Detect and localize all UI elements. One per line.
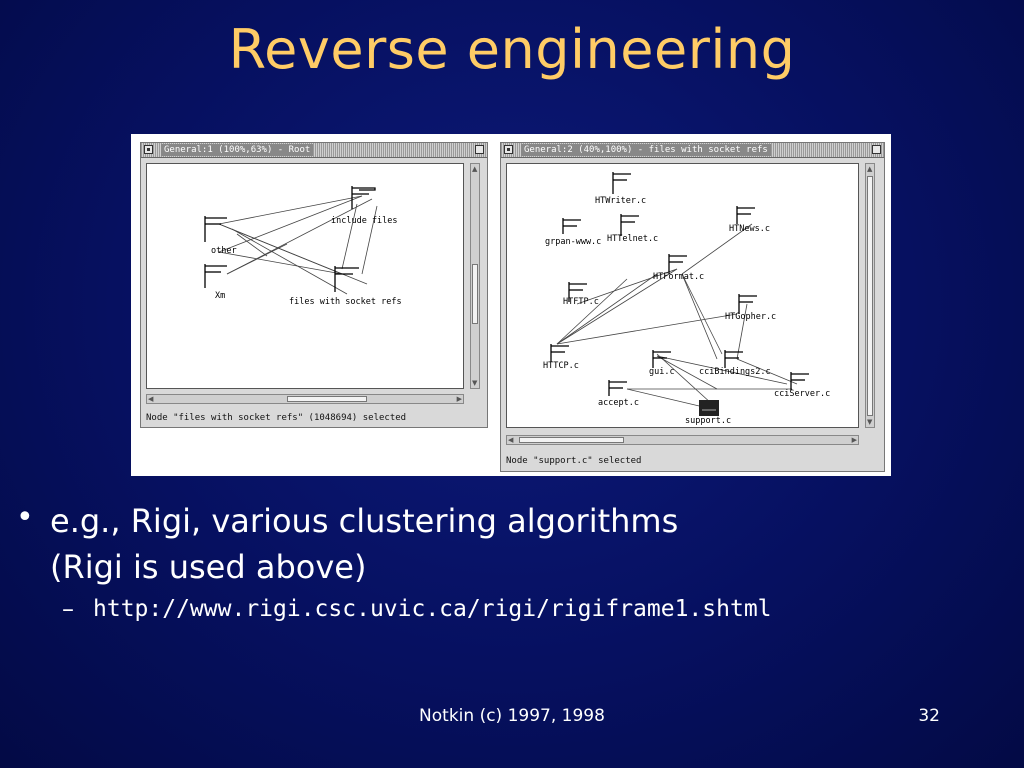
bullet-text-line1: e.g., Rigi, various clustering algorithm… xyxy=(50,502,679,540)
node-htnews[interactable]: HTNews.c xyxy=(729,224,770,234)
window-titlebar[interactable]: General:1 (100%,63%) - Root xyxy=(141,143,487,158)
node-htftp[interactable]: HTFTP.c xyxy=(563,297,599,307)
node-support[interactable]: support.c xyxy=(685,416,732,426)
node-other[interactable]: other xyxy=(211,246,237,256)
scroll-thumb[interactable] xyxy=(867,176,873,416)
window-menu-icon[interactable] xyxy=(504,145,513,154)
bullet-text-line2: (Rigi is used above) xyxy=(50,548,367,586)
scroll-left-icon[interactable]: ◀ xyxy=(508,436,514,444)
graph-canvas[interactable]: HTWriter.c grpan-www.c HTTelnet.c HTNews… xyxy=(506,163,859,428)
scroll-thumb[interactable] xyxy=(519,437,624,443)
graph-canvas[interactable]: include files other Xm files with socket… xyxy=(146,163,464,389)
rigi-window-root: General:1 (100%,63%) - Root xyxy=(140,142,488,428)
node-ccibindings2[interactable]: cciBindings2.c xyxy=(699,367,771,377)
node-httelnet[interactable]: HTTelnet.c xyxy=(607,234,659,244)
graph-edges xyxy=(550,172,809,416)
rigi-url-link[interactable]: http://www.rigi.csc.uvic.ca/rigi/rigifra… xyxy=(93,596,772,622)
scroll-thumb[interactable] xyxy=(472,264,478,324)
scroll-thumb[interactable] xyxy=(287,396,367,402)
window-menu-icon[interactable] xyxy=(144,145,153,154)
scroll-down-icon[interactable]: ▼ xyxy=(867,418,873,426)
sub-bullet-dash: – xyxy=(62,595,74,623)
window-title: General:2 (40%,100%) - files with socket… xyxy=(521,144,771,156)
node-gui[interactable]: gui.c xyxy=(649,367,675,377)
node-htformat[interactable]: HTFormat.c xyxy=(653,272,705,282)
horizontal-scrollbar[interactable]: ◀ ▶ xyxy=(506,435,859,445)
node-httcp[interactable]: HTTCP.c xyxy=(543,361,579,371)
status-bar: Node "files with socket refs" (1048694) … xyxy=(146,413,407,423)
scroll-up-icon[interactable]: ▲ xyxy=(472,165,478,173)
graph-edges xyxy=(204,186,378,295)
scroll-left-icon[interactable]: ◀ xyxy=(148,395,154,403)
node-xm[interactable]: Xm xyxy=(215,291,226,301)
slide-title: Reverse engineering xyxy=(228,18,796,81)
scroll-right-icon[interactable]: ▶ xyxy=(456,395,462,403)
node-files-with-socket-refs[interactable]: files with socket refs xyxy=(289,297,402,307)
horizontal-scrollbar[interactable]: ◀ ▶ xyxy=(146,394,464,404)
scroll-right-icon[interactable]: ▶ xyxy=(851,436,857,444)
node-cciserver[interactable]: cciServer.c xyxy=(774,389,831,399)
window-titlebar[interactable]: General:2 (40%,100%) - files with socket… xyxy=(501,143,884,158)
vertical-scrollbar[interactable]: ▲ ▼ xyxy=(470,163,480,389)
node-grpan-www[interactable]: grpan-www.c xyxy=(545,237,602,247)
scroll-down-icon[interactable]: ▼ xyxy=(472,379,478,387)
node-htwriter[interactable]: HTWriter.c xyxy=(595,196,647,206)
node-accept[interactable]: accept.c xyxy=(598,398,639,408)
bullet-item: e.g., Rigi, various clustering algorithm… xyxy=(50,498,830,590)
rigi-screenshot: General:1 (100%,63%) - Root xyxy=(131,134,891,476)
node-include-files[interactable]: include files xyxy=(331,216,398,226)
page-number: 32 xyxy=(918,706,940,726)
window-resize-icon[interactable] xyxy=(872,145,881,154)
vertical-scrollbar[interactable]: ▲ ▼ xyxy=(865,163,875,428)
rigi-window-socket-refs: General:2 (40%,100%) - files with socket… xyxy=(500,142,885,472)
node-htgopher[interactable]: HTGopher.c xyxy=(725,312,777,322)
window-title: General:1 (100%,63%) - Root xyxy=(161,144,314,156)
scroll-up-icon[interactable]: ▲ xyxy=(867,165,873,173)
window-resize-icon[interactable] xyxy=(475,145,484,154)
status-bar: Node "support.c" selected xyxy=(506,456,642,466)
bullet-marker: • xyxy=(16,500,34,535)
slide-footer: Notkin (c) 1997, 1998 xyxy=(419,706,605,726)
